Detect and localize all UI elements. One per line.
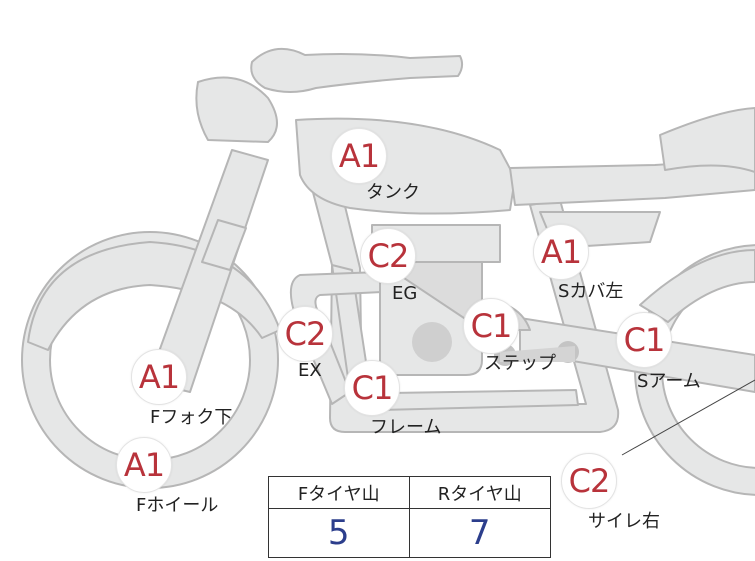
part-label-step: ステップ: [484, 353, 556, 374]
grade-badge-frame: C1: [344, 360, 400, 416]
part-label-swing-arm: Sアーム: [637, 371, 701, 392]
front-tire-header: Fタイヤ山: [269, 477, 410, 509]
tire-tread-table: Fタイヤ山 Rタイヤ山 5 7: [268, 476, 551, 558]
part-label-ex: EX: [298, 360, 322, 381]
part-label-eg: EG: [392, 283, 418, 304]
part-label-frame: フレーム: [370, 417, 442, 438]
grade-badge-swing-arm: C1: [616, 312, 672, 368]
part-label-silencer-right: サイレ右: [588, 511, 660, 532]
grade-badge-front-fork-lower: A1: [131, 349, 187, 405]
grade-badge-ex: C2: [277, 306, 333, 362]
headlight-shape: [195, 76, 278, 143]
grade-badge-eg: C2: [360, 228, 416, 284]
grade-badge-tank: A1: [331, 128, 387, 184]
leader-line: [621, 379, 755, 456]
rear-tire-value: 7: [468, 513, 491, 553]
grade-badge-step: C1: [463, 298, 519, 354]
handlebar-shape: [250, 47, 464, 93]
grade-badge-side-cover-left: A1: [533, 224, 589, 280]
front-tire-value: 5: [269, 509, 410, 557]
part-label-side-cover-left: Sカバ左: [558, 281, 624, 302]
seat-shape: [509, 162, 755, 206]
grade-badge-silencer-right: C2: [561, 453, 617, 509]
rear-tire-header: Rタイヤ山: [409, 477, 550, 509]
part-label-tank: タンク: [366, 182, 420, 203]
part-label-front-wheel: Fホイール: [136, 495, 219, 516]
grade-badge-front-wheel: A1: [116, 437, 172, 493]
part-label-front-fork-lower: Fフォク下: [150, 407, 233, 428]
